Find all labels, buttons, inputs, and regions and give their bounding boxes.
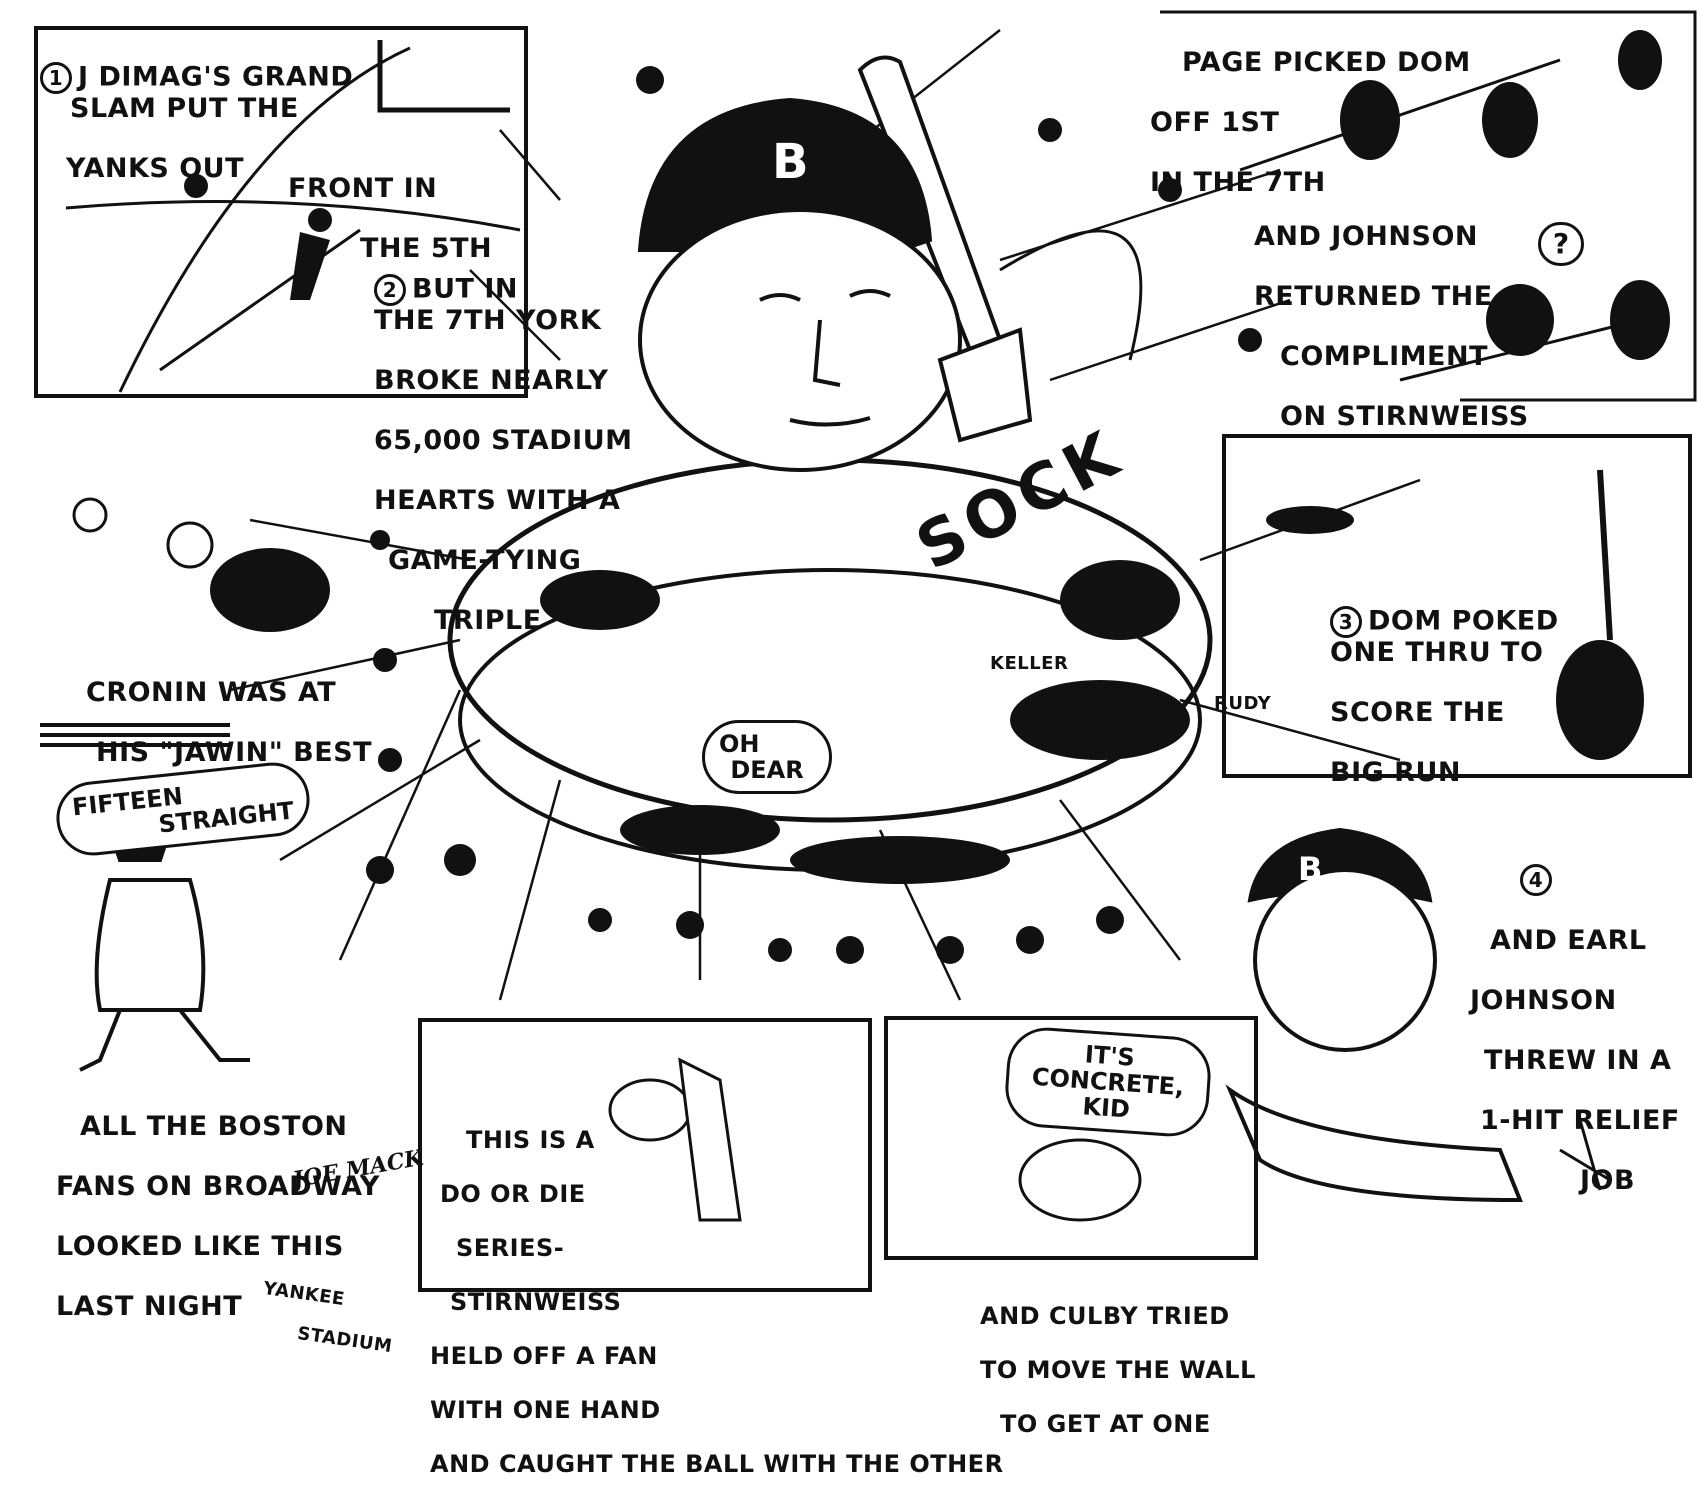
caption-culby: AND CULBY TRIED TO MOVE THE WALL TO GET … (980, 1276, 1256, 1465)
caption-line: ON STIRNWEISS (1280, 401, 1529, 432)
bubble-line: OH (719, 730, 760, 758)
caption-line: GAME-TYING (388, 545, 582, 576)
caption-line: BROKE NEARLY (374, 365, 609, 396)
caption-line: THE 7TH YORK (374, 305, 602, 336)
caption-line: THIS IS A (466, 1126, 595, 1154)
crowd-sketch (540, 560, 1190, 884)
panel-culby-frame (884, 1016, 1258, 1260)
caption-line: FRONT IN (288, 173, 438, 204)
panel-number-1: 1 (40, 62, 72, 94)
question-bubble: ? (1538, 222, 1584, 266)
caption-line: AND EARL (1490, 925, 1647, 956)
cap-letter-2: B (1298, 850, 1322, 888)
bubble-line: DEAR (730, 756, 804, 784)
batter-portrait (637, 55, 1143, 472)
caption-line: COMPLIMENT (1280, 341, 1489, 372)
caption-line: OFF 1ST (1150, 107, 1280, 138)
panel-number-4: 4 (1520, 864, 1552, 896)
caption-line: THE 5TH (360, 233, 493, 264)
caption-line: DO OR DIE (440, 1180, 586, 1208)
caption-boston-fans: ALL THE BOSTON FANS ON BROADWAY LOOKED L… (56, 1082, 380, 1352)
cartoon-artwork: B B (34, 10, 1697, 1292)
speed-lines (40, 723, 230, 747)
caption-line: JOHNSON (1470, 985, 1617, 1016)
caption-line: CRONIN WAS AT (86, 677, 337, 708)
caption-line: SERIES- (456, 1234, 565, 1262)
players-sketch (1340, 30, 1670, 360)
caption-line: AND CULBY TRIED (980, 1302, 1230, 1330)
caption-line: FANS ON BROADWAY (56, 1171, 380, 1202)
caption-line: ONE THRU TO (1330, 637, 1544, 668)
runner-sketch (184, 174, 332, 300)
caption-line: 1-HIT RELIEF (1480, 1105, 1680, 1136)
caption-line: IN THE 7TH (1150, 167, 1326, 198)
caption-line: AND CAUGHT THE BALL WITH THE OTHER (430, 1450, 1004, 1478)
panel-number-2: 2 (374, 274, 406, 306)
caption-line: RETURNED THE (1254, 281, 1493, 312)
caption-line: HELD OFF A FAN (430, 1342, 658, 1370)
cap-letter: B (772, 134, 809, 190)
fielder-sketch (608, 1057, 1142, 1222)
caption-line: SCORE THE (1330, 697, 1505, 728)
label-keller: KELLER (990, 653, 1069, 674)
caption-line: 65,000 STADIUM (374, 425, 633, 456)
caption-line: HIS "JAWIN" BEST (96, 737, 373, 768)
speech-bubble-concrete: IT'S CONCRETE, KID (1002, 1025, 1214, 1139)
caption-johnson-returned: AND JOHNSON RETURNED THE COMPLIMENT ON S… (1254, 192, 1529, 462)
caption-line: YANKS OUT (66, 153, 245, 184)
caption-line: TRIPLE (434, 605, 542, 636)
panel-number-3: 3 (1330, 606, 1362, 638)
caption-front-in-5th: FRONT IN THE 5TH (288, 144, 492, 294)
label-rudy: RUDY (1214, 693, 1272, 714)
hearts-decoration (366, 66, 1262, 964)
location-label: YANKEE STADIUM (254, 1259, 402, 1377)
caption-line: LOOKED LIKE THIS (56, 1231, 344, 1262)
location-line: YANKEE (262, 1277, 347, 1311)
speech-bubble-oh-dear: OH DEAR (702, 720, 832, 794)
caption-line: STIRNWEISS (450, 1288, 622, 1316)
caption-line: DOM POKED (1368, 605, 1559, 637)
cronin-sketch (72, 497, 330, 632)
caption-line: SLAM PUT THE (70, 93, 299, 124)
caption-line: LAST NIGHT (56, 1291, 243, 1322)
caption-line: HEARTS WITH A (374, 485, 621, 516)
caption-line: BUT IN (412, 273, 518, 305)
walking-fan-sketch (79, 828, 250, 1072)
caption-line: PAGE PICKED DOM (1182, 47, 1471, 78)
caption-line: AND JOHNSON (1254, 221, 1478, 252)
caption-line: J DIMAG'S GRAND (78, 61, 354, 93)
panel-grand-slam-frame (34, 26, 528, 398)
caption-stirnweiss: THIS IS A DO OR DIE SERIES- STIRNWEISS H… (430, 1100, 1004, 1505)
caption-line: TO MOVE THE WALL (980, 1356, 1256, 1384)
caption-line: THREW IN A (1484, 1045, 1672, 1076)
panel-dom-poked-frame (1222, 434, 1692, 778)
pitcher-portrait (1225, 827, 1611, 1203)
panel-stirnweiss-frame (418, 1018, 872, 1292)
caption-earl-johnson: 4 AND EARL JOHNSON THREW IN A 1-HIT RELI… (1470, 834, 1680, 1226)
bubble-line: IT'S CONCRETE, (1030, 1040, 1186, 1102)
caption-line: TO GET AT ONE (1000, 1410, 1211, 1438)
caption-line: JOB (1580, 1165, 1636, 1196)
caption-line: ALL THE BOSTON (80, 1111, 348, 1142)
caption-line: WITH ONE HAND (430, 1396, 661, 1424)
caption-line: BIG RUN (1330, 757, 1461, 788)
location-line: STADIUM (296, 1323, 394, 1358)
caption-page-picked: PAGE PICKED DOM OFF 1ST IN THE 7TH (1150, 18, 1471, 228)
